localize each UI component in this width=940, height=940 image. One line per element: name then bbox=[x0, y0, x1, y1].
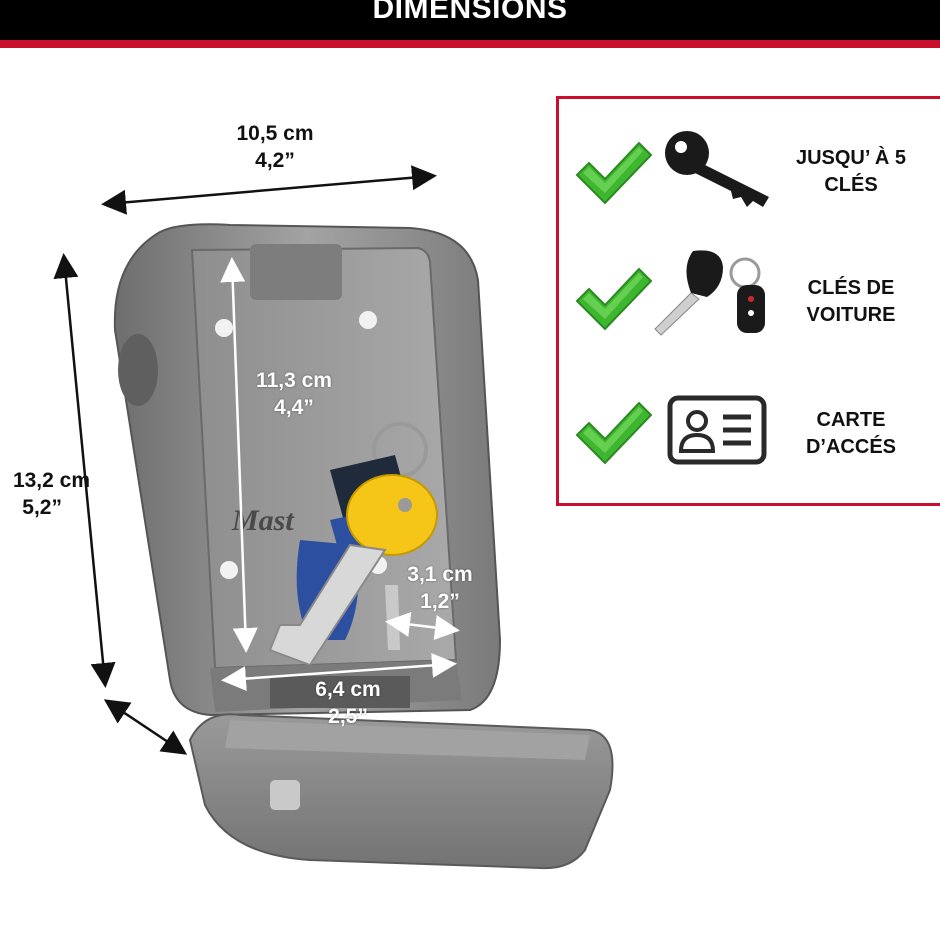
width-imperial: 4,2” bbox=[255, 149, 295, 172]
side-latch bbox=[118, 334, 158, 406]
feature-label: JUSQU’ À 5 CLÉS bbox=[795, 147, 907, 196]
interior-width-metric: 6,4 cm bbox=[315, 678, 381, 701]
features-panel: JUSQU’ À 5 CLÉS CLÉS DE VOITURE bbox=[556, 96, 940, 506]
feature-label: CARTE D’ACCÉS bbox=[805, 409, 896, 458]
feature-row-access-card: CARTE D’ACCÉS bbox=[559, 389, 940, 489]
checkmark-icon bbox=[575, 141, 653, 205]
interior-height-metric: 11,3 cm bbox=[256, 369, 332, 392]
feature-row-keys: JUSQU’ À 5 CLÉS bbox=[559, 123, 940, 223]
height-arrow bbox=[53, 253, 116, 688]
interior-depth-imperial: 1,2” bbox=[420, 590, 460, 613]
depth-arrow bbox=[103, 699, 188, 755]
width-arrow bbox=[101, 165, 437, 215]
width-label: 10,5 cm 4,2” bbox=[205, 120, 345, 174]
header-bar: DIMENSIONS bbox=[0, 0, 940, 48]
interior-depth-arrow bbox=[385, 612, 460, 640]
feature-label: CLÉS DE VOITURE bbox=[806, 277, 896, 326]
height-label: 13,2 cm 5,2” bbox=[0, 467, 90, 521]
interior-depth-metric: 3,1 cm bbox=[407, 563, 473, 586]
interior-width-arrow bbox=[221, 652, 457, 692]
feature-row-car-keys: CLÉS DE VOITURE bbox=[559, 249, 940, 349]
interior-depth-label: 3,1 cm 1,2” bbox=[372, 561, 508, 615]
width-metric: 10,5 cm bbox=[236, 122, 314, 145]
page-title: DIMENSIONS bbox=[372, 0, 568, 25]
interior-clip bbox=[250, 244, 342, 300]
height-imperial: 5,2” bbox=[22, 496, 62, 519]
checkmark-icon bbox=[575, 267, 653, 331]
car-key-icon bbox=[654, 250, 765, 336]
interior-width-imperial: 2,5” bbox=[328, 705, 368, 728]
height-metric: 13,2 cm bbox=[12, 469, 90, 492]
interior-width-label: 6,4 cm 2,5” bbox=[278, 676, 418, 730]
id-card-icon bbox=[667, 395, 767, 465]
house-key-icon bbox=[665, 131, 769, 207]
checkmark-icon bbox=[575, 401, 653, 465]
interior-height-imperial: 4,4” bbox=[274, 396, 314, 419]
interior-height-label: 11,3 cm 4,4” bbox=[224, 367, 364, 421]
interior-height-arrow bbox=[220, 257, 258, 653]
key-safe-interior bbox=[190, 246, 458, 670]
